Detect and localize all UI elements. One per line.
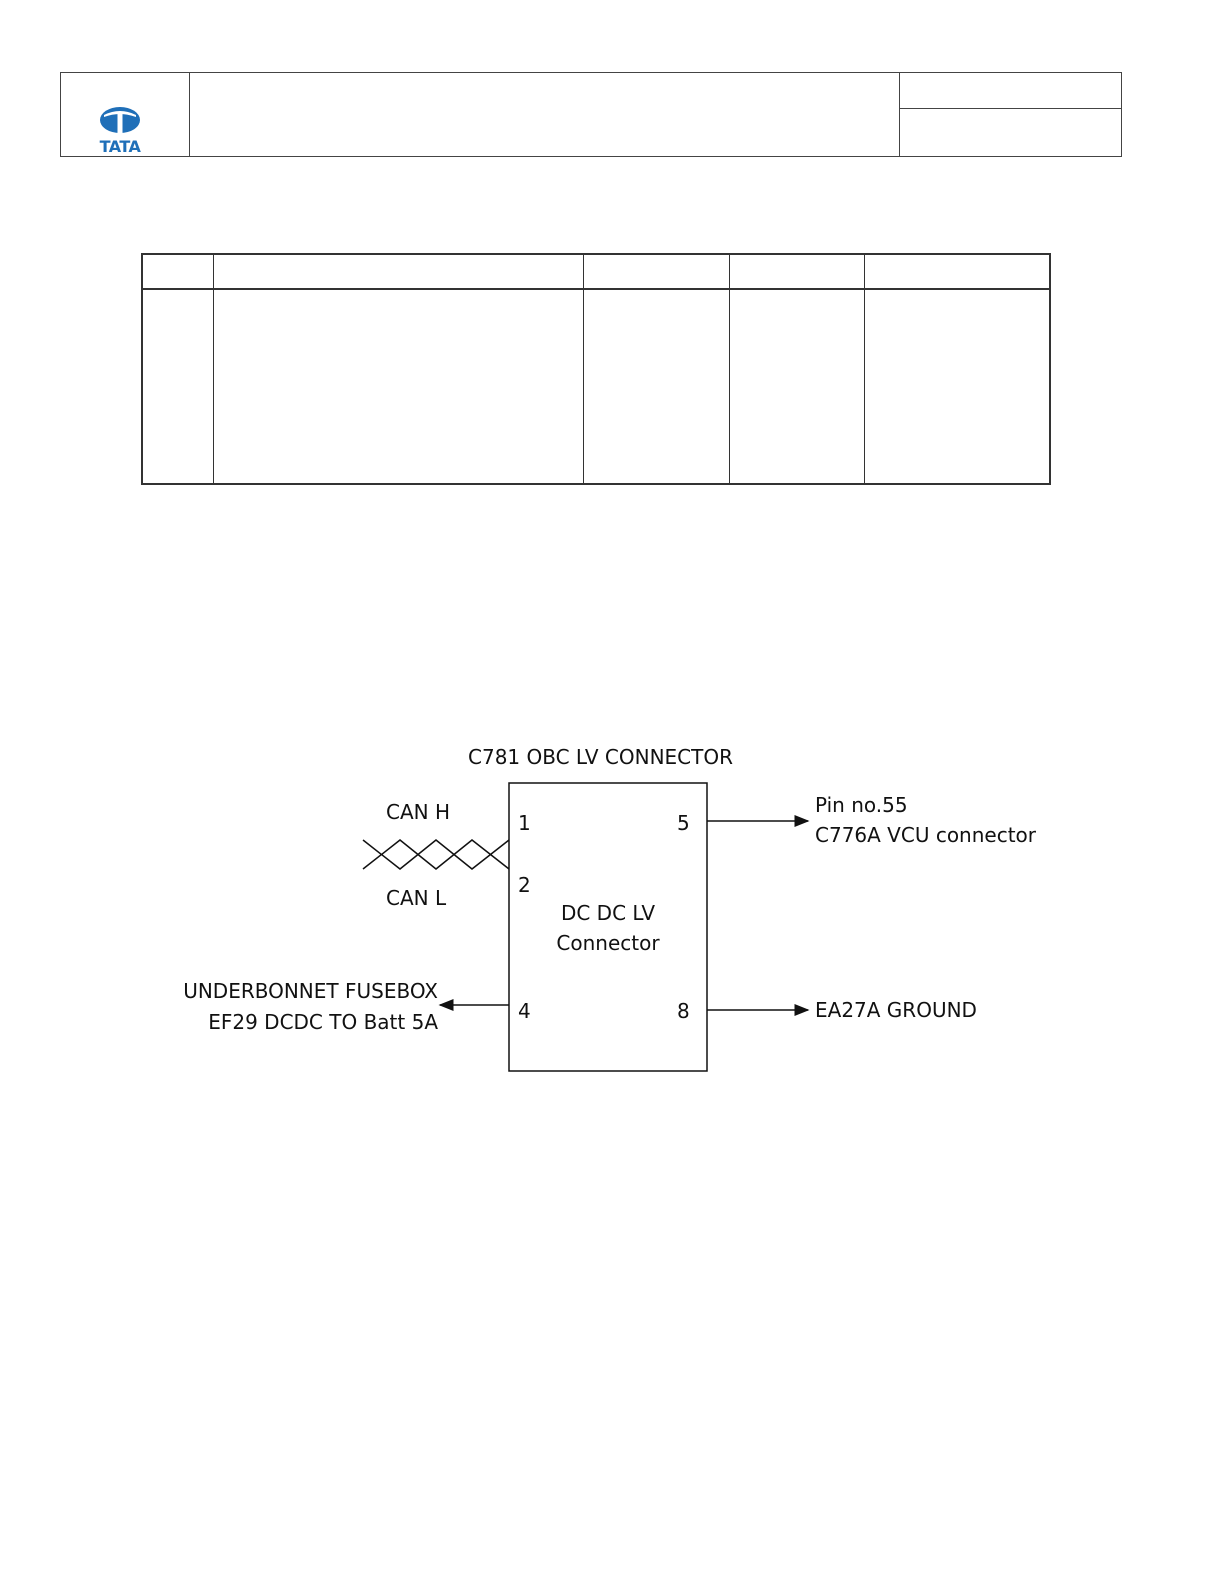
table-column-divider [583, 255, 584, 483]
pin4-target-line1: UNDERBONNET FUSEBOX [183, 979, 438, 1003]
header-divider [899, 108, 1121, 109]
pin-8-label: 8 [677, 999, 690, 1023]
can-l-label: CAN L [386, 886, 447, 910]
pin-2-label: 2 [518, 873, 531, 897]
logo-wordmark: TATA [99, 137, 141, 156]
pin-5-label: 5 [677, 811, 690, 835]
pin5-target-line2: C776A VCU connector [815, 823, 1037, 847]
pin5-target-line1: Pin no.55 [815, 793, 908, 817]
document-table [141, 253, 1051, 485]
pin4-target-line2: EF29 DCDC TO Batt 5A [208, 1010, 438, 1034]
header-divider [899, 73, 900, 156]
connector-title: C781 OBC LV CONNECTOR [468, 745, 733, 769]
tata-logo: TATA [95, 105, 145, 155]
box-label-line2: Connector [556, 931, 660, 955]
pin-4-label: 4 [518, 999, 531, 1023]
document-header: TATA [60, 72, 1122, 157]
table-column-divider [864, 255, 865, 483]
table-column-divider [729, 255, 730, 483]
can-twisted-pair [362, 839, 510, 870]
table-column-divider [213, 255, 214, 483]
header-divider [189, 73, 190, 156]
pin8-target: EA27A GROUND [815, 998, 977, 1022]
table-header-divider [143, 288, 1049, 290]
box-label-line1: DC DC LV [560, 901, 656, 925]
can-h-label: CAN H [386, 800, 451, 824]
tata-emblem-icon [100, 107, 140, 133]
pin-1-label: 1 [518, 811, 531, 835]
connector-box [508, 782, 708, 1072]
